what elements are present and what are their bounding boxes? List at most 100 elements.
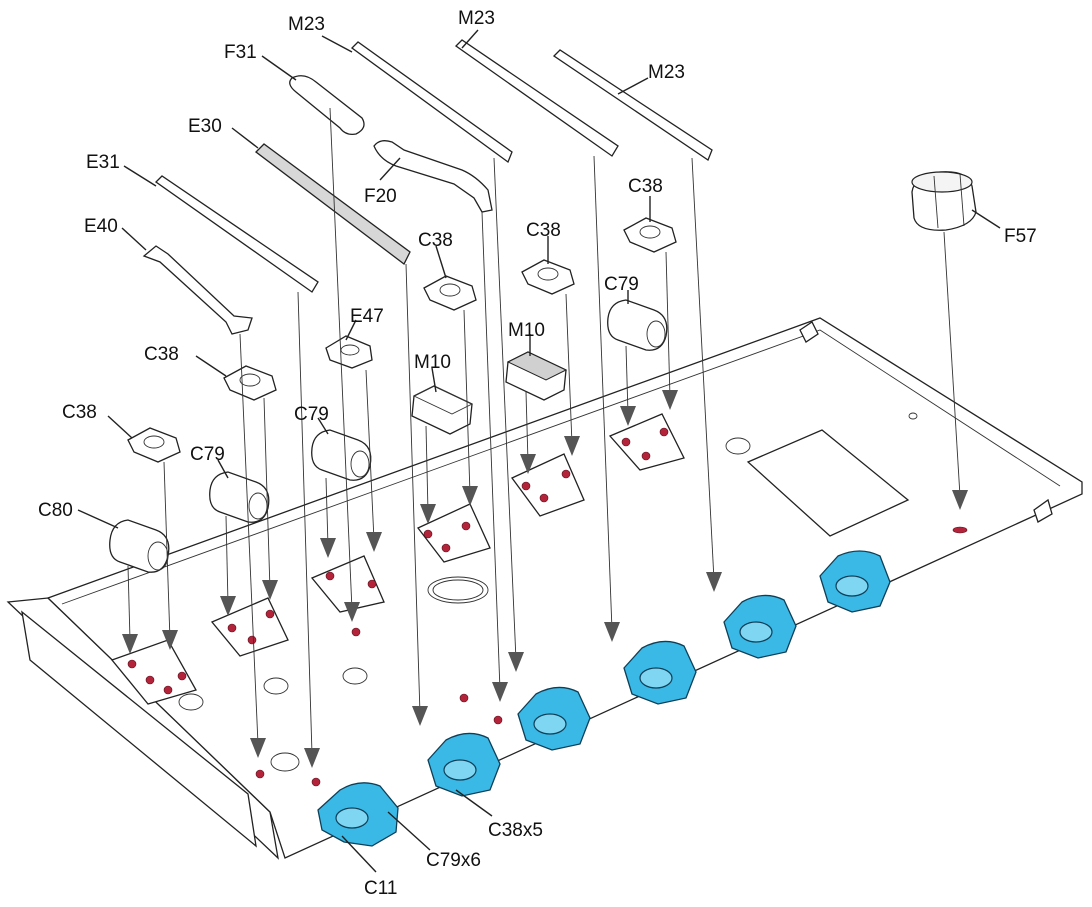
label-c38-e: C38 [628, 176, 663, 197]
blue-units [317, 550, 891, 847]
red-marker [521, 481, 531, 491]
red-marker [265, 609, 275, 619]
label-m10-a: M10 [414, 352, 451, 373]
guide-lines [127, 107, 961, 755]
label-f57: F57 [1004, 226, 1037, 247]
base-hole-3 [342, 667, 368, 685]
rail-m23-a [351, 41, 513, 164]
red-marker [311, 777, 321, 787]
red-marker [367, 579, 377, 589]
red-marker [659, 427, 669, 437]
red-marker [459, 693, 469, 703]
base-round-hole-inner [432, 579, 484, 601]
label-e40: E40 [84, 216, 118, 237]
red-marker [255, 769, 265, 779]
label-c79-b: C79 [294, 404, 329, 425]
base-tab-back [799, 321, 819, 343]
red-marker [493, 715, 503, 725]
base-hole-6 [908, 412, 918, 420]
label-c38-b: C38 [144, 344, 179, 365]
label-m23-c: M23 [648, 62, 685, 83]
blue-unit-4 [723, 594, 797, 659]
part-m10-1 [411, 385, 474, 435]
red-marker [227, 623, 237, 633]
red-marker [177, 671, 187, 681]
base-hole-5 [725, 437, 751, 455]
base-front-flap-inner [21, 610, 257, 848]
part-c79-3 [607, 299, 668, 351]
label-e31: E31 [86, 152, 120, 173]
base-rect-cutout [746, 429, 910, 537]
blue-unit-5 [819, 550, 891, 613]
red-marker [247, 635, 257, 645]
base-round-hole [427, 576, 489, 604]
guide-arrows [122, 390, 968, 768]
part-c38-5 [623, 217, 677, 253]
label-c79-a: C79 [190, 444, 225, 465]
leader-lines [77, 29, 1001, 873]
base-tab-right [1033, 498, 1053, 523]
part-f57 [911, 171, 977, 231]
label-c11: C11 [364, 878, 397, 899]
rails [142, 39, 713, 335]
part-c38-1 [127, 427, 181, 463]
label-f20: F20 [364, 186, 397, 207]
mount-plate-5 [511, 453, 585, 517]
tube-f20 [373, 140, 493, 213]
label-c79-c: C79 [604, 274, 639, 295]
label-c80: C80 [38, 500, 73, 521]
label-c38-a: C38 [62, 402, 97, 423]
label-c38-d: C38 [526, 220, 561, 241]
part-c79-1 [209, 471, 270, 523]
base-hole-1 [263, 677, 289, 695]
red-marker [163, 685, 173, 695]
mount-plate-1 [110, 639, 197, 705]
base-plate [6, 317, 1083, 860]
label-f31: F31 [224, 42, 257, 63]
rail-e31 [154, 175, 319, 293]
rail-m23-b [454, 39, 619, 157]
rail-m23-c [552, 49, 713, 161]
blue-unit-1 [427, 732, 501, 797]
part-m10-2 [505, 351, 568, 401]
red-marker [641, 451, 651, 461]
part-labels: M23 M23 M23 F31 E30 F20 E31 E40 C38 C38 … [38, 8, 1037, 899]
red-marker [351, 627, 361, 637]
f57-mount-marker [952, 526, 968, 534]
label-m23-b: M23 [458, 8, 495, 29]
part-e47 [325, 335, 373, 369]
part-c38-2 [223, 365, 277, 401]
label-e47: E47 [350, 306, 384, 327]
lever-e40 [142, 245, 253, 335]
mount-plates [110, 413, 685, 787]
red-marker [561, 469, 571, 479]
tube-f31 [289, 75, 365, 136]
part-c38-4 [521, 259, 575, 295]
label-m10-b: M10 [508, 320, 545, 341]
label-m23-a: M23 [288, 14, 325, 35]
label-e30: E30 [188, 116, 222, 137]
label-c79x6: C79x6 [426, 850, 481, 871]
label-c38x5: C38x5 [488, 820, 543, 841]
rail-e30 [255, 143, 411, 265]
red-marker [127, 659, 137, 669]
red-marker [461, 521, 471, 531]
red-marker [325, 571, 335, 581]
blue-unit-2 [517, 686, 591, 751]
red-marker [145, 675, 155, 685]
red-marker [621, 437, 631, 447]
base-hole-2 [178, 693, 204, 711]
part-c79-2 [311, 429, 372, 481]
red-marker [441, 543, 451, 553]
blue-unit-c11 [317, 782, 399, 847]
blue-unit-3 [623, 640, 697, 705]
red-marker [423, 529, 433, 539]
base-hole-4 [270, 752, 300, 772]
base-edge-rim [61, 329, 1061, 605]
mount-plate-3 [310, 555, 385, 613]
part-c38-3 [423, 275, 477, 311]
label-c38-c: C38 [418, 230, 453, 251]
mount-plate-4 [416, 503, 491, 563]
